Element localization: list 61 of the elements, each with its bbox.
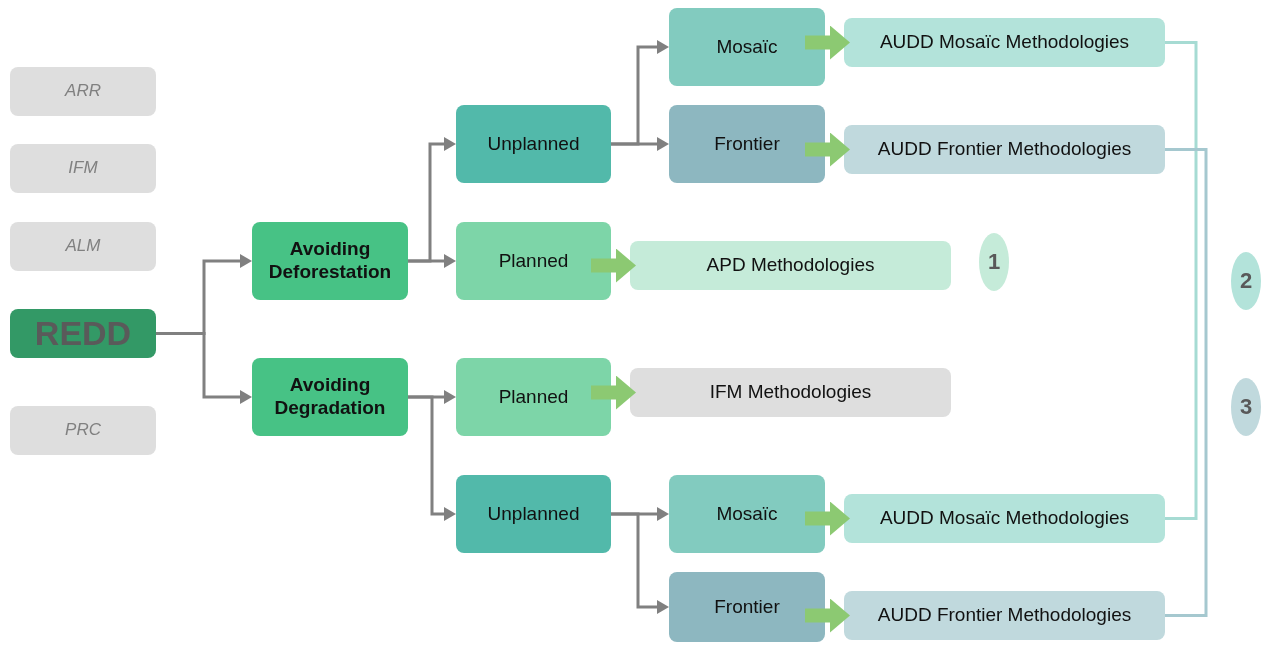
process-box [669, 105, 825, 183]
node-label: Frontier [714, 595, 780, 619]
node-label: Avoiding Degradation [273, 374, 387, 420]
node-label: IFM Methodologies [709, 381, 872, 404]
node-label: Planned [498, 385, 569, 409]
methodology-box [844, 494, 1165, 543]
node-label: Mosaïc [716, 502, 778, 526]
process-box [456, 358, 611, 436]
node-label: ARR [65, 81, 101, 102]
node-label: 1 [987, 248, 1001, 276]
process-box [669, 572, 825, 642]
branch-box [252, 222, 408, 300]
node-label: APD Methodologies [706, 254, 875, 277]
methodology-box [630, 368, 951, 417]
arrow [408, 254, 456, 268]
block-arrow [805, 25, 850, 60]
arrow [611, 137, 669, 151]
arrow [611, 512, 669, 614]
process-box [669, 475, 825, 553]
node-label: Planned [498, 249, 569, 273]
branch-box [252, 358, 408, 436]
number-badge [1231, 252, 1261, 310]
category-box [10, 67, 156, 116]
arrow [408, 395, 456, 521]
node-label: 2 [1239, 267, 1253, 295]
process-box [456, 475, 611, 553]
node-label: AUDD Mosaïc Methodologies [879, 31, 1130, 54]
arrow [156, 332, 252, 404]
block-arrow [591, 248, 636, 283]
node-label: REDD [34, 313, 132, 354]
number-badge [979, 233, 1009, 291]
number-badge [1231, 378, 1261, 436]
methodology-box [844, 591, 1165, 640]
process-box [669, 8, 825, 86]
node-label: ALM [65, 236, 101, 257]
bracket-line [1165, 148, 1208, 617]
node-label: PRC [65, 420, 101, 441]
block-arrow [805, 598, 850, 633]
node-label: Unplanned [487, 502, 580, 526]
block-arrow [805, 501, 850, 536]
node-label: AUDD Frontier Methodologies [877, 604, 1132, 627]
root-box [10, 309, 156, 358]
node-label: IFM [68, 158, 98, 179]
node-label: AUDD Mosaïc Methodologies [879, 507, 1130, 530]
process-box [456, 105, 611, 183]
methodology-box [844, 125, 1165, 174]
block-arrow [591, 375, 636, 410]
node-label: 3 [1239, 393, 1253, 421]
category-box [10, 406, 156, 455]
block-arrow [805, 132, 850, 167]
category-box [10, 144, 156, 193]
node-label: Unplanned [487, 132, 580, 156]
category-box [10, 222, 156, 271]
methodology-box [630, 241, 951, 290]
node-label: AUDD Frontier Methodologies [877, 138, 1132, 161]
node-label: Mosaïc [716, 35, 778, 59]
node-label: Frontier [714, 132, 780, 156]
bracket-line [1165, 41, 1198, 520]
process-box [456, 222, 611, 300]
methodology-box [844, 18, 1165, 67]
node-label: Avoiding Deforestation [267, 238, 393, 284]
